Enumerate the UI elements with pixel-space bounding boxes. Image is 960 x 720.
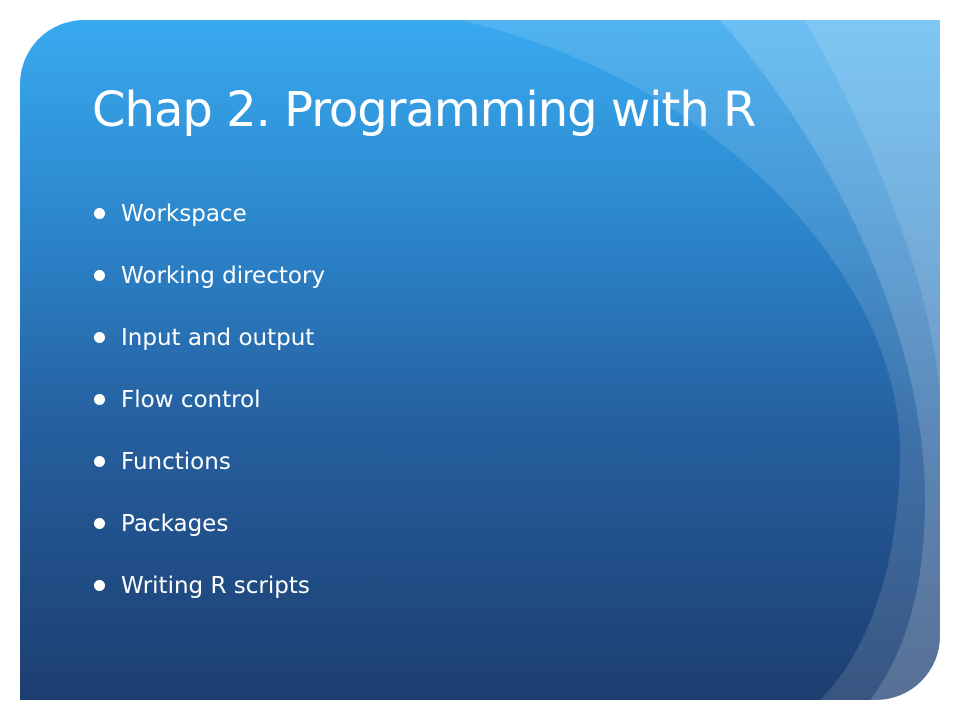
bullet-list: Workspace Working directory Input and ou… [92, 198, 325, 632]
bullet-dot-icon [94, 518, 105, 529]
bullet-label: Working directory [121, 263, 326, 289]
bullet-item-workspace: Workspace [92, 198, 325, 260]
bullet-dot-icon [94, 208, 105, 219]
bullet-item-functions: Functions [92, 446, 325, 508]
slide: Chap 2. Programming with R Workspace Wor… [20, 20, 940, 700]
bullet-label: Flow control [121, 387, 261, 413]
bullet-item-packages: Packages [92, 508, 325, 570]
bullet-dot-icon [94, 580, 105, 591]
bullet-dot-icon [94, 270, 105, 281]
bullet-dot-icon [94, 394, 105, 405]
bullet-label: Packages [121, 511, 229, 537]
bullet-item-input-output: Input and output [92, 322, 325, 384]
bullet-dot-icon [94, 456, 105, 467]
bullet-label: Functions [121, 449, 231, 475]
background-swoosh [460, 20, 940, 700]
bullet-item-working-directory: Working directory [92, 260, 325, 322]
bullet-dot-icon [94, 332, 105, 343]
bullet-item-flow-control: Flow control [92, 384, 325, 446]
bullet-label: Workspace [121, 201, 247, 227]
bullet-item-writing-r-scripts: Writing R scripts [92, 570, 325, 632]
bullet-label: Input and output [121, 325, 315, 351]
bullet-label: Writing R scripts [121, 573, 310, 599]
slide-title: Chap 2. Programming with R [92, 82, 756, 138]
